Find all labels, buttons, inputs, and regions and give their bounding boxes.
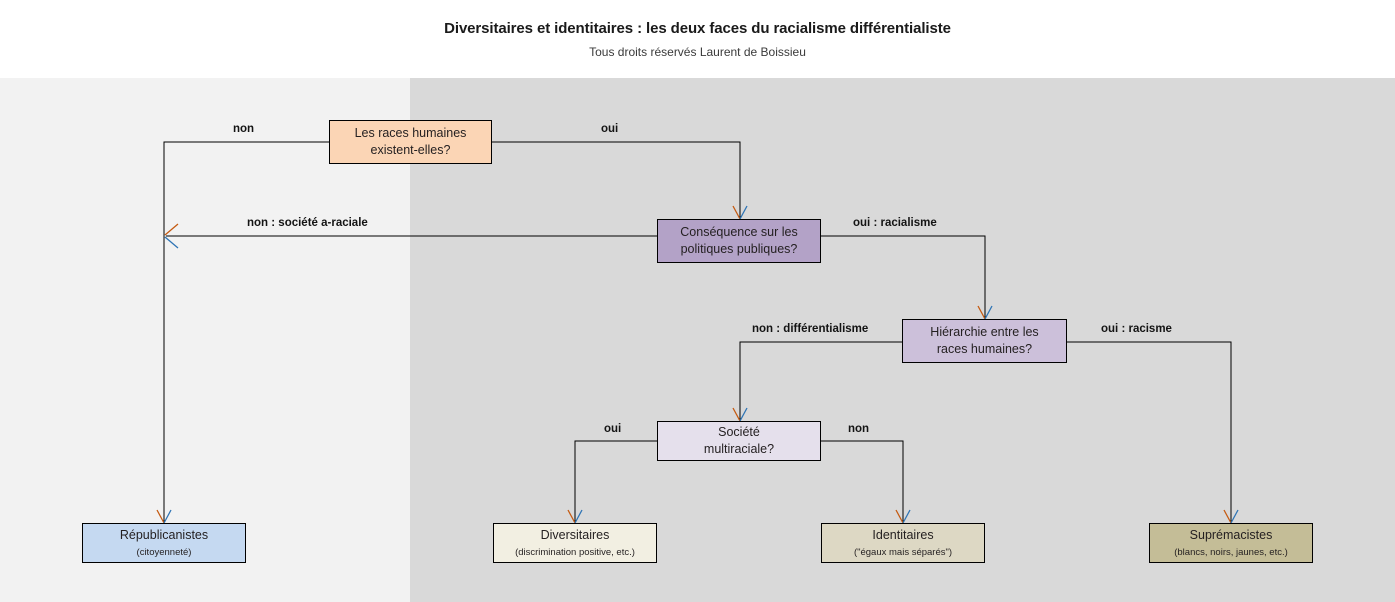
node-t3-line2: ("égaux mais séparés") bbox=[853, 546, 953, 558]
node-q2-line2: politiques publiques? bbox=[680, 242, 798, 256]
node-t4-line2: (blancs, noirs, jaunes, etc.) bbox=[1174, 546, 1288, 558]
header: Diversitaires et identitaires : les deux… bbox=[0, 0, 1395, 78]
edge-label-q2-non: non : société a-raciale bbox=[247, 217, 368, 229]
arrowhead-societe-araciale bbox=[164, 223, 179, 249]
node-t3-line1: Identitaires bbox=[872, 527, 934, 542]
edge-q4-non bbox=[821, 440, 904, 522]
edge-q3-oui bbox=[1067, 341, 1232, 522]
arrowhead-into-supremacistes bbox=[1223, 509, 1239, 524]
node-terminal-identitaires[interactable]: Identitaires ("égaux mais séparés") bbox=[821, 523, 985, 563]
arrowhead-into-republicanistes bbox=[156, 509, 172, 524]
edge-connectors bbox=[156, 141, 1239, 524]
background-band-left bbox=[0, 78, 410, 602]
node-q1-line1: Les races humaines bbox=[354, 126, 467, 141]
page-subtitle: Tous droits réservés Laurent de Boissieu bbox=[589, 45, 806, 59]
diagram-canvas: Les races humaines existent-elles? Consé… bbox=[0, 78, 1395, 602]
node-q3-line2: races humaines? bbox=[936, 342, 1033, 356]
edge-q1-non bbox=[163, 141, 329, 522]
edge-label-q3-non: non : différentialisme bbox=[752, 323, 869, 335]
node-q4-line2: multiraciale? bbox=[703, 442, 775, 456]
node-q2-consequence-politiques[interactable]: Conséquence sur les politiques publiques… bbox=[657, 219, 821, 263]
node-t2-line2: (discrimination positive, etc.) bbox=[515, 546, 635, 558]
page-title: Diversitaires et identitaires : les deux… bbox=[444, 20, 951, 37]
node-q4-societe-multiraciale[interactable]: Société multiraciale? bbox=[657, 421, 821, 461]
node-terminal-republicanistes[interactable]: Républicanistes (citoyenneté) bbox=[82, 523, 246, 563]
node-q3-line1: Hiérarchie entre les bbox=[930, 325, 1039, 340]
node-t1-line2: (citoyenneté) bbox=[136, 546, 192, 558]
arrowhead-into-q2 bbox=[732, 205, 748, 220]
edge-q4-oui bbox=[574, 440, 657, 522]
node-q1-races-existent[interactable]: Les races humaines existent-elles? bbox=[329, 120, 492, 164]
edge-label-q1-non: non bbox=[233, 123, 255, 135]
edge-q2-oui bbox=[821, 235, 986, 318]
edge-label-q4-oui: oui bbox=[604, 423, 622, 435]
edge-q3-non bbox=[739, 341, 902, 420]
edge-label-q1-oui: oui bbox=[601, 123, 619, 135]
arrowhead-into-identitaires bbox=[895, 509, 911, 524]
node-t1-line1: Républicanistes bbox=[119, 527, 209, 542]
node-t4-line1: Suprémacistes bbox=[1189, 527, 1273, 542]
arrowhead-into-diversitaires bbox=[567, 509, 583, 524]
arrowhead-into-q4 bbox=[732, 407, 748, 422]
arrowhead-into-q3 bbox=[977, 305, 993, 320]
node-q3-hierarchie-races[interactable]: Hiérarchie entre les races humaines? bbox=[902, 319, 1067, 363]
node-terminal-supremacistes[interactable]: Suprémacistes (blancs, noirs, jaunes, et… bbox=[1149, 523, 1313, 563]
edge-q1-oui bbox=[492, 141, 741, 218]
node-terminal-diversitaires[interactable]: Diversitaires (discrimination positive, … bbox=[493, 523, 657, 563]
edge-label-q4-non: non bbox=[848, 423, 870, 435]
edge-label-q2-oui: oui : racialisme bbox=[853, 217, 937, 229]
node-q4-line1: Société bbox=[718, 425, 760, 440]
node-q1-line2: existent-elles? bbox=[370, 143, 451, 157]
node-q2-line1: Conséquence sur les bbox=[680, 225, 798, 240]
node-t2-line1: Diversitaires bbox=[540, 527, 610, 542]
edge-label-q3-oui: oui : racisme bbox=[1101, 323, 1172, 335]
